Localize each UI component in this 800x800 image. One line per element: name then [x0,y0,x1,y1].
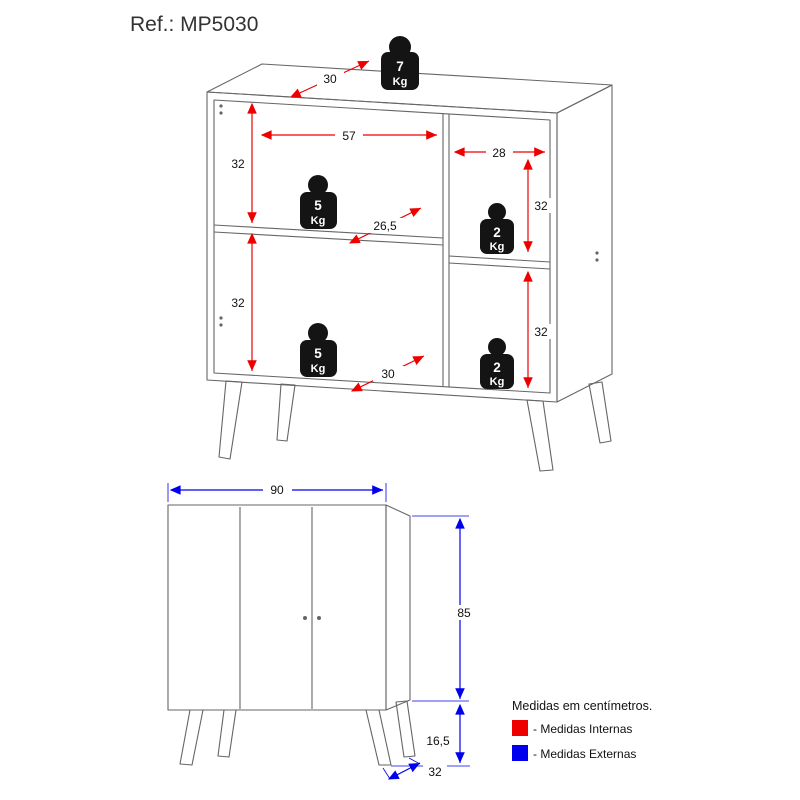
cabinet-interior-frame [213,99,551,394]
perspective-view: 7 Kg 5 Kg 2 Kg 5 Kg 2 Kg [206,36,613,472]
dim-label-bottom-depth: 30 [381,367,395,381]
dim-external-depth: 32 [382,757,447,780]
left-shelf-bottom-edge [213,231,444,246]
front-left-leg [218,380,243,460]
dim-internal-left-width: 57 [260,128,437,143]
dim-label-depth: 32 [428,765,442,779]
weight-left-shelf-icon: 5 Kg [300,175,337,229]
weight-left-bottom-icon: 5 Kg [300,323,337,377]
pin-hole-dots [219,104,599,327]
front-right-leg [526,399,554,472]
cabinet-front [167,504,416,766]
dim-label-left-upper-height: 32 [231,157,245,171]
dim-internal-left-lower-height: 32 [226,232,257,371]
back-right-leg [588,381,612,444]
back-right-leg [395,700,416,758]
legend-external-label: - Medidas Externas [533,747,636,761]
weight-left-shelf-unit: Kg [311,215,326,227]
back-left-leg [276,383,296,442]
weight-right-bottom-unit: Kg [490,376,505,388]
back-left-leg [217,709,237,758]
weight-right-shelf-value: 2 [493,225,501,240]
legend-heading: Medidas em centímetros. [512,699,652,713]
front-left-leg [179,709,204,766]
dim-label-left-lower-height: 32 [231,296,245,310]
weight-right-shelf-unit: Kg [490,241,505,253]
weight-top-icon: 7 Kg [381,36,419,90]
cabinet-front-face [167,504,387,711]
dim-internal-left-upper-height: 32 [226,102,257,223]
dim-label-width: 90 [270,483,284,497]
dim-internal-right-width: 28 [453,145,545,160]
door-seams [239,507,313,709]
legend: Medidas em centímetros. - Medidas Intern… [512,699,652,761]
front-view: 90 85 16,5 32 [167,482,476,780]
weight-left-shelf-value: 5 [314,198,322,213]
cabinet-perspective [206,63,613,472]
front-right-leg [365,709,392,766]
weight-right-shelf-icon: 2 Kg [480,203,514,254]
weight-top-value: 7 [396,59,404,74]
cabinet-right-face [556,84,613,403]
weight-top-unit: Kg [393,76,408,88]
door-handle-dots [303,616,321,620]
legend-external-swatch [512,745,528,761]
dim-label-top-depth: 30 [323,72,337,86]
legend-internal-label: - Medidas Internas [533,722,632,736]
dim-label-right-upper-height: 32 [534,199,548,213]
right-shelf-bottom-edge [448,262,551,270]
dim-internal-right-upper-height: 32 [523,158,552,252]
dim-label-height: 85 [457,606,471,620]
dim-label-right-lower-height: 32 [534,325,548,339]
weight-left-bottom-value: 5 [314,346,322,361]
cabinet-front-face [206,91,558,403]
weight-left-bottom-unit: Kg [311,363,326,375]
cabinet-side-face [385,504,411,711]
weight-right-bottom-icon: 2 Kg [480,338,514,389]
dim-label-right-width: 28 [492,146,506,160]
dim-internal-shelf-depth: 26,5 [348,207,422,244]
dim-external-height: 85 [412,515,476,702]
dim-external-width: 90 [167,482,387,502]
legend-internal-swatch [512,720,528,736]
dim-internal-right-lower-height: 32 [523,270,552,388]
dim-label-leg-height: 16,5 [426,734,450,748]
weight-right-bottom-value: 2 [493,360,501,375]
dim-internal-bottom-depth: 30 [350,355,425,392]
dim-label-left-width: 57 [342,129,356,143]
dim-label-shelf-depth: 26,5 [373,219,397,233]
page-title: Ref.: MP5030 [130,13,258,36]
dim-internal-top-depth: 30 [289,60,370,98]
right-shelf-top-edge [448,255,551,263]
